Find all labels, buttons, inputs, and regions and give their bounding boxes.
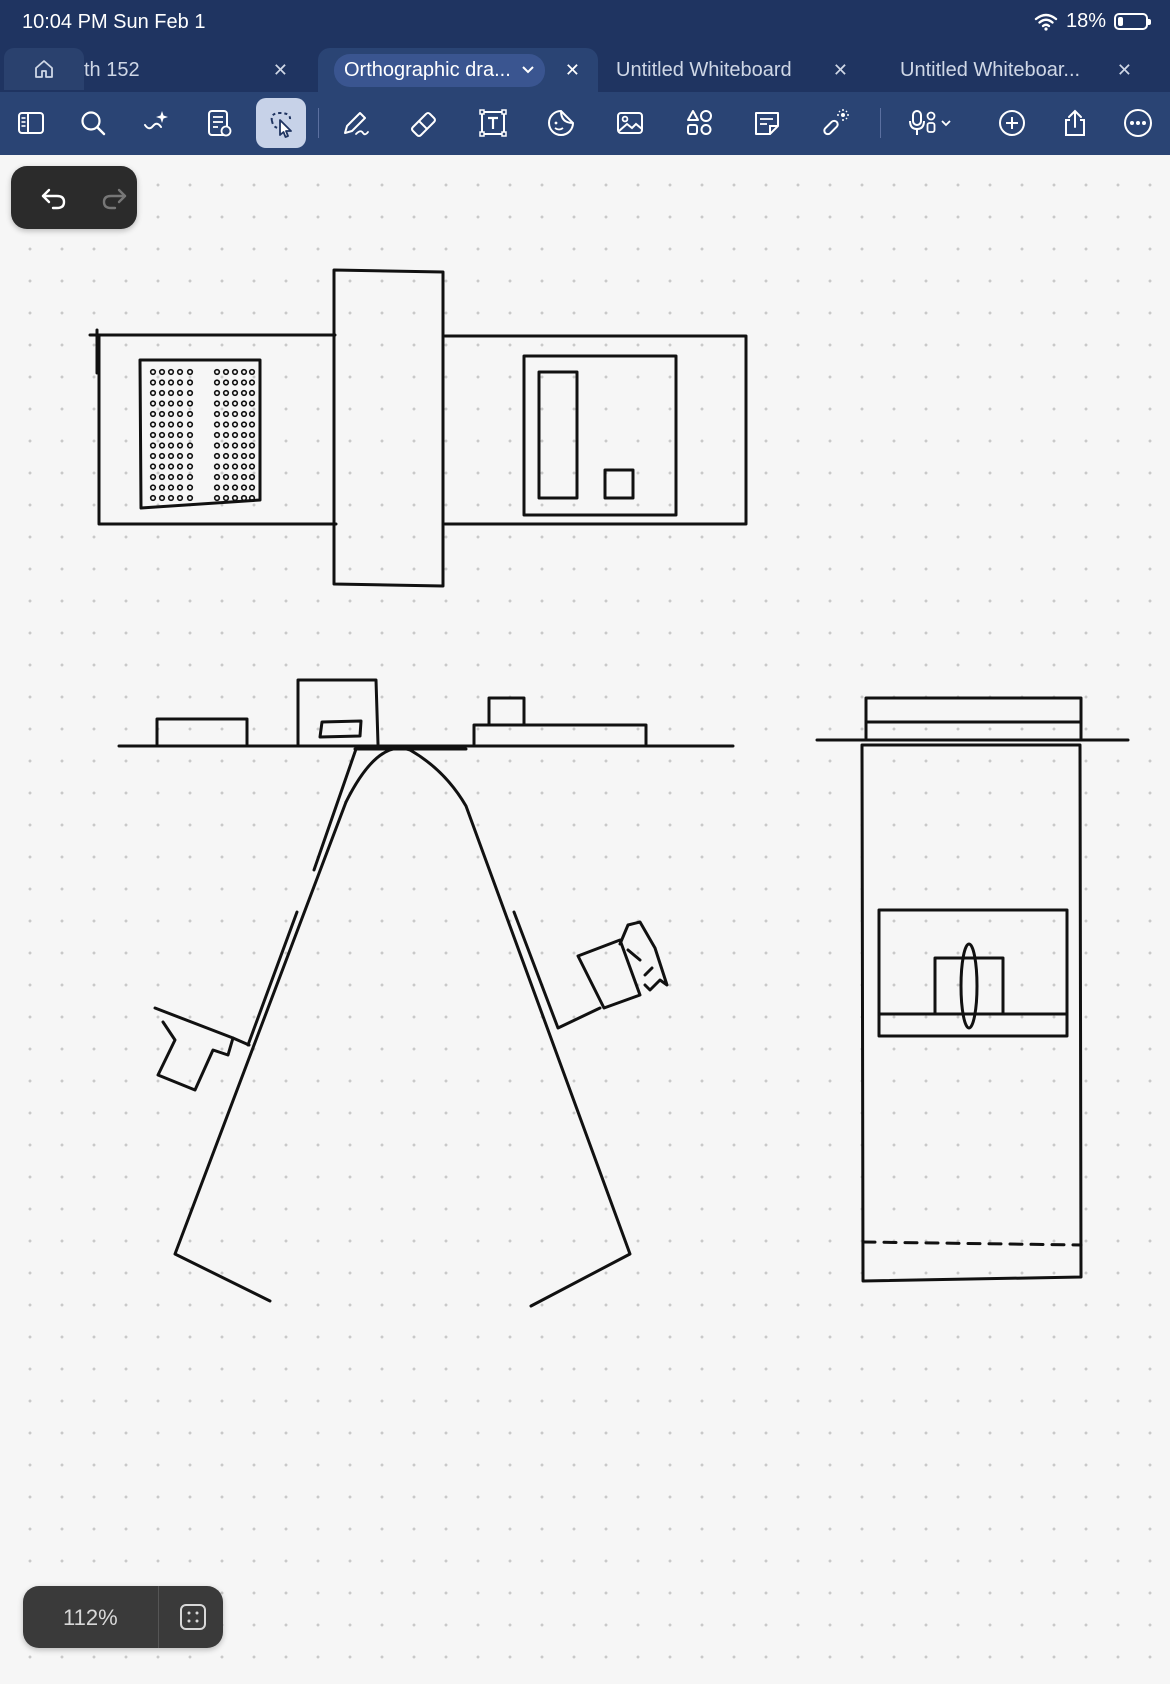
- laser-pointer-button[interactable]: [810, 98, 860, 148]
- battery-percent: 18%: [1065, 10, 1106, 32]
- document-settings-button[interactable]: [194, 98, 244, 148]
- status-time: 10:04 PM Sun Feb 1: [22, 11, 206, 33]
- undo-button[interactable]: [35, 180, 71, 216]
- redo-icon: [102, 188, 127, 210]
- battery-icon: [1114, 13, 1151, 30]
- wifi-icon: [1034, 13, 1058, 31]
- status-bar: 10:04 PM Sun Feb 1 18%: [0, 0, 1170, 44]
- toolbar: [0, 92, 1170, 155]
- tab-label: Untitled Whiteboar...: [900, 58, 1081, 81]
- share-icon: [1065, 109, 1085, 136]
- sidebar-button[interactable]: [6, 98, 56, 148]
- tab-title-pill[interactable]: Orthographic dra...: [334, 53, 545, 87]
- laser-pointer-icon: [823, 109, 849, 136]
- zoom-level[interactable]: 112%: [63, 1605, 118, 1630]
- image-tool-button[interactable]: [605, 98, 655, 148]
- text-box-icon: [479, 109, 507, 137]
- close-icon[interactable]: ✕: [1116, 60, 1132, 80]
- close-icon[interactable]: ✕: [272, 60, 288, 80]
- pen-tool-button[interactable]: [330, 98, 380, 148]
- more-icon: [1124, 109, 1152, 137]
- text-tool-button[interactable]: [468, 98, 518, 148]
- tab-orthographic[interactable]: Orthographic dra... ✕: [318, 48, 598, 92]
- toolbar-divider: [318, 108, 319, 138]
- share-button[interactable]: [1050, 98, 1100, 148]
- grid-icon: [180, 1604, 206, 1630]
- shapes-icon: [687, 110, 712, 135]
- image-icon: [617, 112, 643, 134]
- undo-redo-panel: [11, 166, 137, 229]
- microphone-icon: [909, 110, 951, 135]
- whiteboard-canvas[interactable]: [0, 155, 1170, 1684]
- lasso-tool-button[interactable]: [256, 98, 306, 148]
- sparkle-icon: [144, 111, 168, 130]
- sidebar-icon: [18, 112, 44, 134]
- add-icon: [999, 110, 1025, 136]
- audio-record-button[interactable]: [895, 98, 967, 148]
- more-button[interactable]: [1113, 98, 1163, 148]
- tab-label: Untitled Whiteboard: [616, 58, 792, 81]
- add-page-button[interactable]: [987, 98, 1037, 148]
- close-icon[interactable]: ✕: [564, 60, 580, 80]
- close-icon[interactable]: ✕: [832, 60, 848, 80]
- sticker-tool-button[interactable]: [536, 98, 586, 148]
- ai-assist-button[interactable]: [131, 98, 181, 148]
- shapes-tool-button[interactable]: [674, 98, 724, 148]
- sticky-note-icon: [755, 112, 779, 135]
- tab-bar: th 152 ✕ Orthographic dra... ✕ Untitled …: [0, 44, 1170, 92]
- sticker-icon: [548, 109, 575, 136]
- toolbar-divider: [880, 108, 881, 138]
- eraser-tool-button[interactable]: [399, 98, 449, 148]
- zoom-panel: 112%: [23, 1586, 223, 1648]
- tab-label: th 152: [84, 58, 140, 81]
- tab-untitled-1[interactable]: Untitled Whiteboard ✕: [616, 48, 866, 92]
- pen-icon: [344, 112, 369, 136]
- canvas-grid-button[interactable]: [178, 1602, 208, 1632]
- tab-untitled-2[interactable]: Untitled Whiteboar... ✕: [900, 48, 1150, 92]
- zoom-divider: [158, 1586, 159, 1648]
- chevron-down-icon: [522, 66, 534, 74]
- tab-label: Orthographic dra...: [344, 58, 511, 81]
- search-icon: [81, 111, 106, 136]
- document-settings-icon: [208, 110, 232, 137]
- redo-button[interactable]: [97, 180, 133, 216]
- undo-icon: [41, 188, 66, 210]
- sticky-note-button[interactable]: [742, 98, 792, 148]
- tab-math[interactable]: th 152 ✕: [84, 48, 306, 92]
- lasso-select-icon: [270, 111, 292, 138]
- home-button[interactable]: [4, 48, 84, 90]
- eraser-icon: [411, 112, 436, 137]
- status-right: 18%: [1034, 10, 1151, 33]
- home-icon: [35, 60, 53, 78]
- search-button[interactable]: [68, 98, 118, 148]
